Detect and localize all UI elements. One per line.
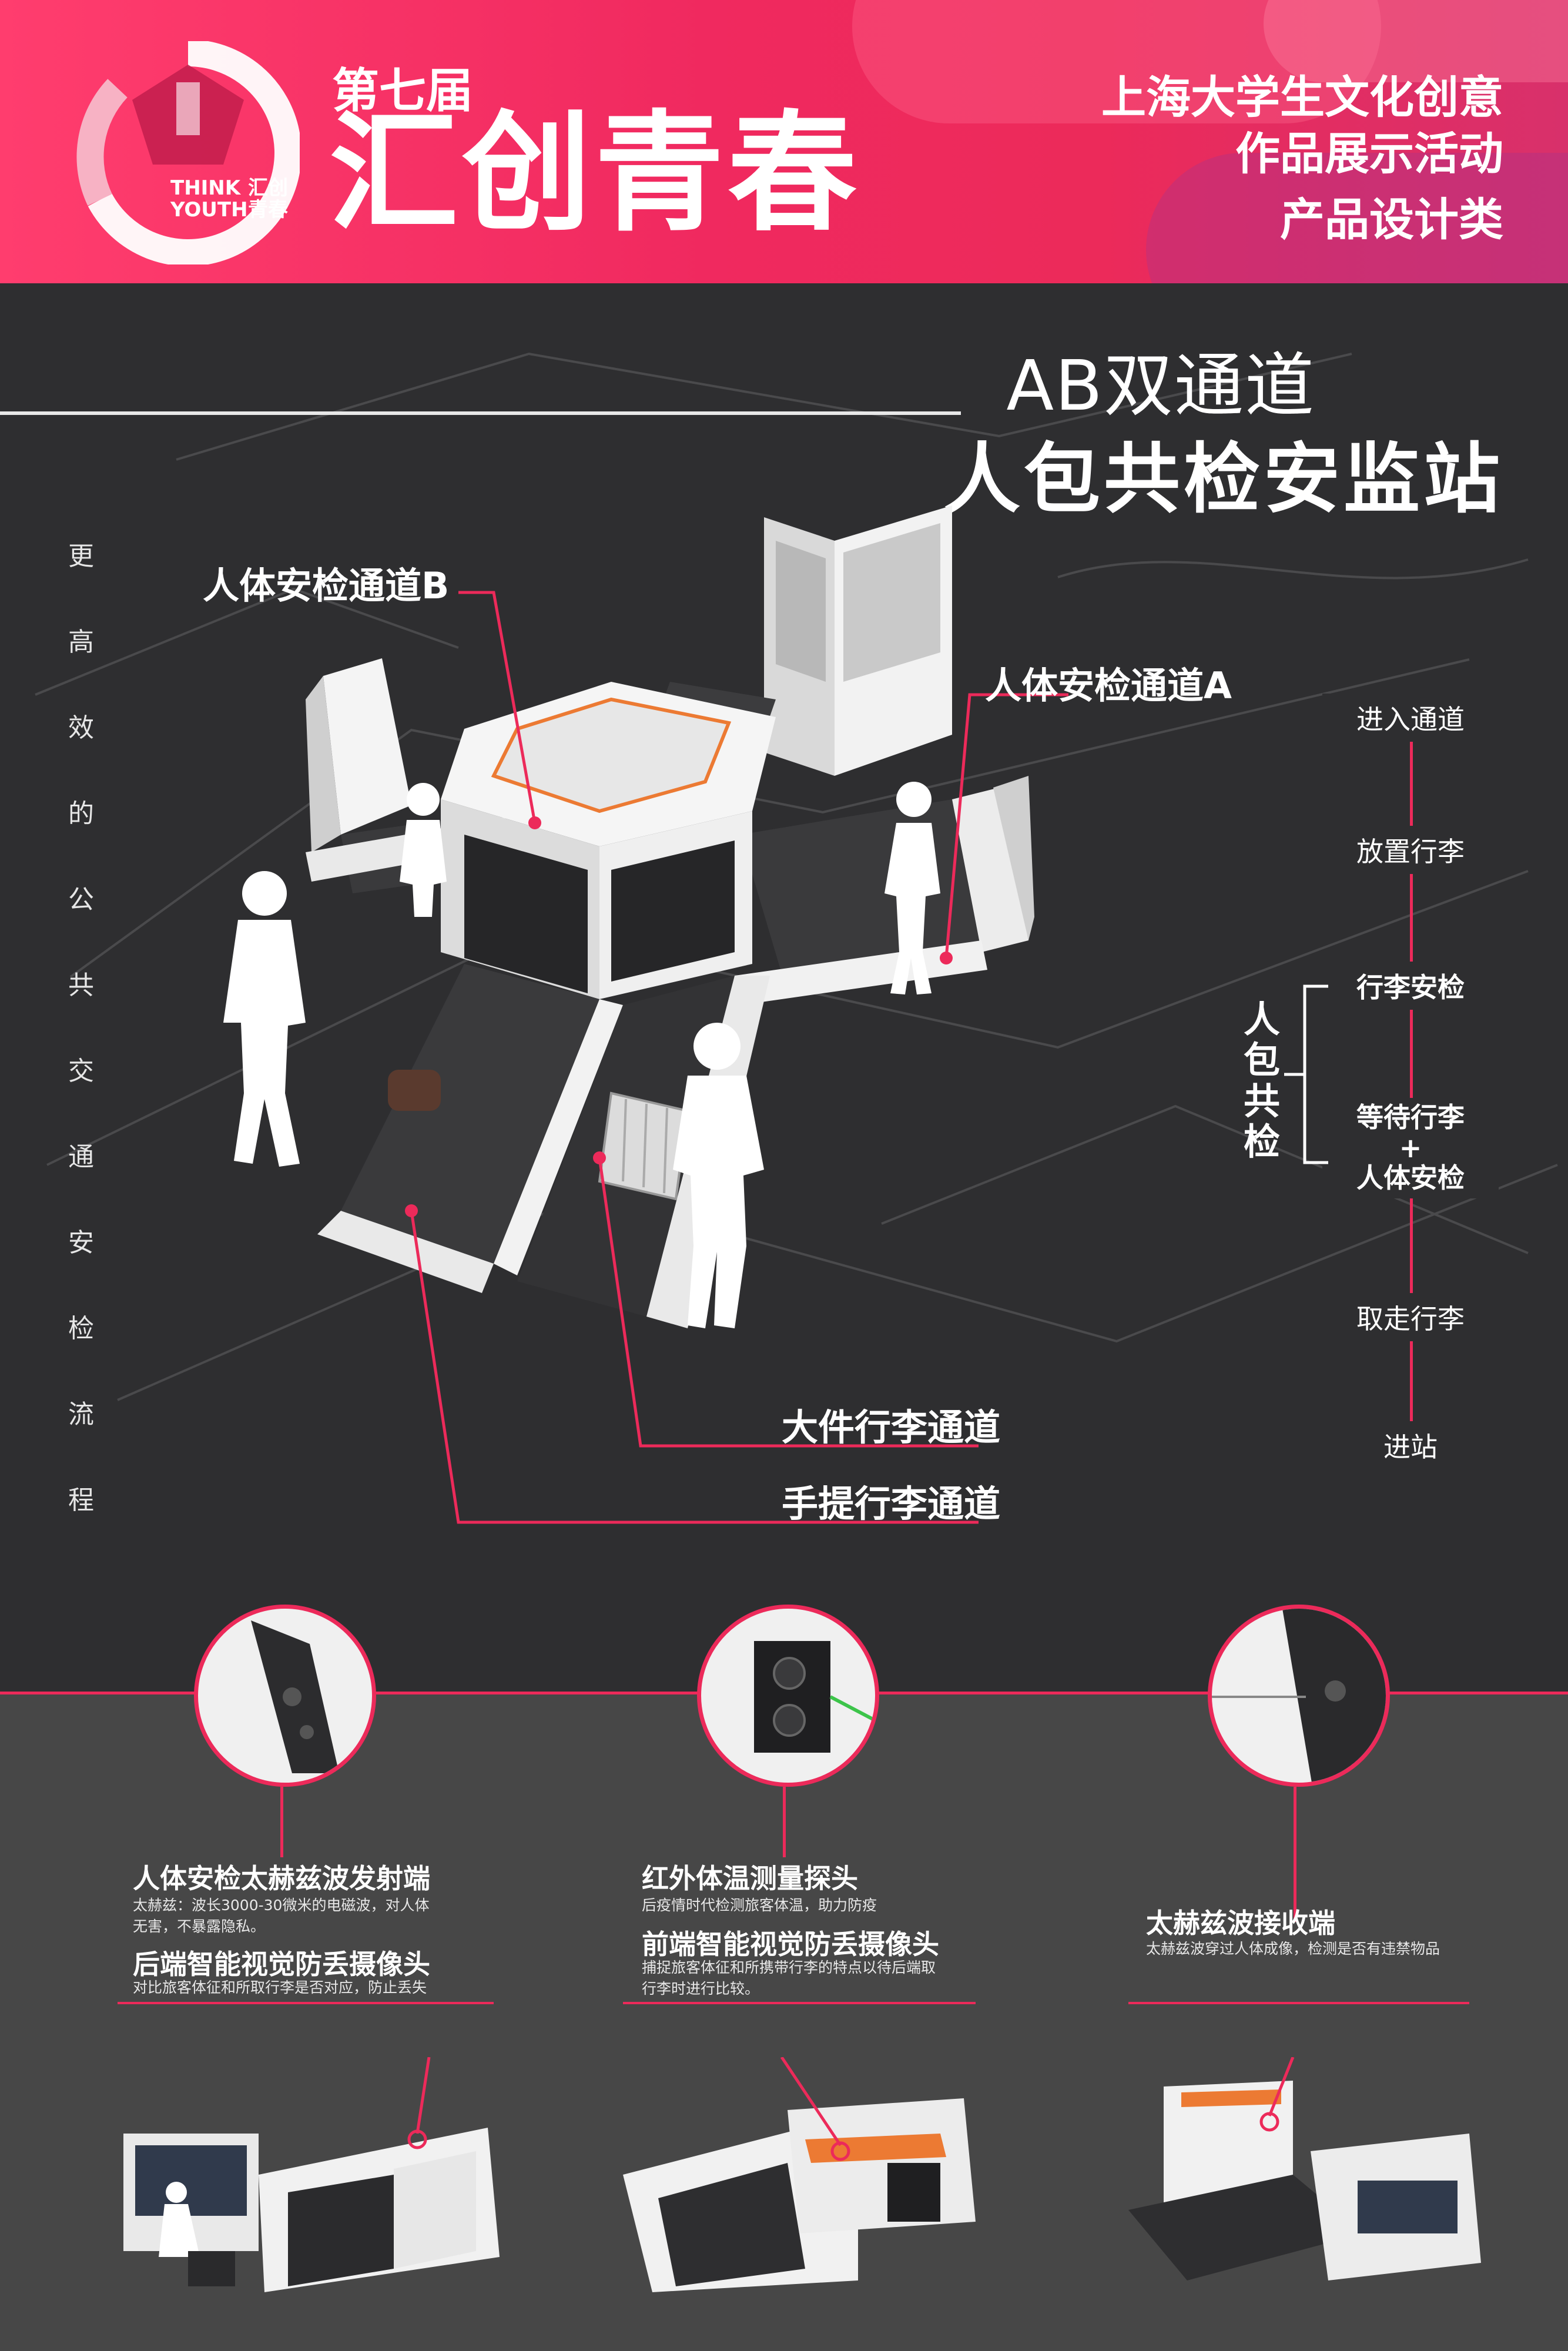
feature-desc-rear-camera: 对比旅客体征和所取行李是否对应，防止丢失 (133, 1979, 427, 1996)
flow-step-body-scan: 人体安检 (1356, 1162, 1465, 1194)
label-hand-luggage: 手提行李通道 (782, 1482, 1001, 1525)
camera-icon (754, 1641, 875, 1753)
slogan-char: 通 (68, 1142, 94, 1172)
body-scanner-a (735, 776, 1034, 1005)
banner-shape (1264, 0, 1568, 82)
suitcase-icon (598, 1091, 689, 1201)
product-subtitle: AB双通道 (1006, 345, 1315, 426)
logo-text-youth: YOUTH (170, 197, 248, 222)
slogan-char: 更 (68, 541, 94, 571)
flow-step-plus: + (1399, 1131, 1422, 1164)
flow-step-pick-luggage: 取走行李 (1322, 1293, 1499, 1341)
feature-desc-line: 行李时进行比较。 (642, 1980, 760, 1998)
handbag (388, 1070, 441, 1111)
label-channel-a: 人体安检通道A (985, 664, 1232, 707)
label-channel-b: 人体安检通道B (203, 564, 450, 607)
event-name-line-2: 作品展示活动 (1235, 128, 1503, 180)
feature-underline (1128, 2002, 1469, 2004)
slogan-char: 共 (68, 970, 94, 1000)
slogan-char: 流 (68, 1399, 94, 1429)
flow-bracket (1284, 984, 1328, 1164)
bracket-char: 人 (1243, 998, 1280, 1041)
feature-desc-line: 太赫兹：波长3000-30微米的电磁波，对人体 (133, 1897, 430, 1914)
feature-desc-line: 捕捉旅客体征和所携带行李的特点以待后端取 (642, 1959, 936, 1976)
logo-text-en: THINK YOUTH (170, 178, 248, 220)
detail-circle-thz-receiver (1208, 1605, 1390, 1787)
feature-desc-thz-emitter: 太赫兹：波长3000-30微米的电磁波，对人体 无害，不暴露隐私。 (133, 1895, 429, 1938)
slogan-char: 程 (68, 1485, 94, 1515)
logo-text-cn: 汇创 青春 (248, 178, 288, 220)
render-view-front (623, 2057, 976, 2292)
slogan-char: 公 (68, 885, 94, 915)
flow-step-luggage-scan: 行李安检 (1322, 962, 1499, 1010)
banner-shape (1146, 153, 1568, 283)
slogan-char: 安 (68, 1228, 94, 1258)
feature-desc-infrared: 后疫情时代检测旅客体温，助力防疫 (642, 1897, 877, 1914)
render-view-side (1128, 2057, 1481, 2280)
detail-circle-camera (697, 1605, 879, 1787)
bracket-char: 共 (1243, 1079, 1280, 1123)
flow-step-wait-and-body-scan: 等待行李 + 人体安检 (1322, 1098, 1499, 1198)
body-scanner-a-tower (764, 505, 952, 776)
feature-title-thz-receiver: 太赫兹波接收端 (1146, 1907, 1335, 1939)
flow-step-wait-luggage: 等待行李 (1356, 1101, 1465, 1133)
bracket-char: 检 (1243, 1120, 1280, 1164)
label-large-luggage: 大件行李通道 (782, 1406, 1001, 1449)
person-silhouette-icon (673, 1023, 764, 1328)
feature-title-thz-emitter: 人体安检太赫兹波发射端 (133, 1863, 430, 1894)
security-station-render (223, 505, 1068, 1524)
thz-emitter-closeup (251, 1620, 339, 1773)
slogan-char: 的 (68, 799, 94, 829)
slogan-char: 效 (68, 713, 94, 743)
callout-leaders (410, 591, 1068, 1524)
logo-text-huichuang: 汇创 (248, 176, 288, 200)
feature-title-rear-camera: 后端智能视觉防丢摄像头 (133, 1948, 430, 1980)
detail-leader-2 (783, 1787, 786, 1857)
event-name-line-1: 上海大学生文化创意 (1101, 71, 1503, 123)
feature-desc-line: 无害，不暴露隐私。 (133, 1918, 266, 1935)
feature-desc-thz-receiver: 太赫兹波穿过人体成像，检测是否有违禁物品 (1146, 1940, 1440, 1957)
logo-text-think: THINK (170, 176, 241, 200)
bracket-char: 包 (1243, 1039, 1280, 1082)
feature-title-front-camera: 前端智能视觉防丢摄像头 (642, 1928, 939, 1960)
luggage-xray-unit (441, 682, 776, 999)
slogan-char: 检 (68, 1314, 94, 1344)
slogan-char: 高 (68, 627, 94, 657)
person-silhouette-icon (884, 782, 940, 994)
detail-circle-thz-emitter (194, 1605, 376, 1787)
slogan-char: 交 (68, 1056, 94, 1086)
flow-step-place-luggage: 放置行李 (1322, 826, 1499, 874)
feature-desc-front-camera: 捕捉旅客体征和所携带行李的特点以待后端取 行李时进行比较。 (642, 1957, 936, 2000)
person-silhouette-icon (400, 783, 447, 917)
event-logo: THINK YOUTH 汇创 青春 (76, 39, 301, 266)
logo-text-qingchun: 青春 (248, 197, 288, 222)
flow-bracket-label: 人 包 共 检 (1241, 999, 1282, 1163)
flow-step-enter: 进入通道 (1322, 694, 1499, 742)
edition-label: 第七届 (332, 63, 473, 118)
event-category: 产品设计类 (1280, 193, 1503, 246)
render-view-rear (123, 2057, 500, 2292)
header-banner: THINK YOUTH 汇创 青春 第七届 汇创青春 上海大学生文化创意 作品展… (0, 0, 1568, 283)
feature-title-infrared: 红外体温测量探头 (642, 1863, 858, 1894)
thz-receiver-closeup (1212, 1609, 1386, 1783)
vertical-slogan: 更 高 效 的 公 共 交 通 安 检 流 程 (63, 535, 99, 1565)
person-silhouette-icon (223, 871, 306, 1167)
feature-underline (118, 2002, 494, 2004)
title-divider (0, 411, 961, 415)
callout-dots (405, 816, 953, 1217)
event-title: 汇创青春 (329, 98, 861, 249)
detail-leader-1 (280, 1787, 283, 1857)
detail-leader-3 (1294, 1787, 1296, 1922)
flow-step-enter-station: 进站 (1322, 1421, 1499, 1469)
banner-shape (852, 0, 1381, 123)
logo-ring-icon (76, 39, 301, 266)
feature-underline (623, 2002, 976, 2004)
product-title: 人包共检安监站 (943, 434, 1503, 524)
